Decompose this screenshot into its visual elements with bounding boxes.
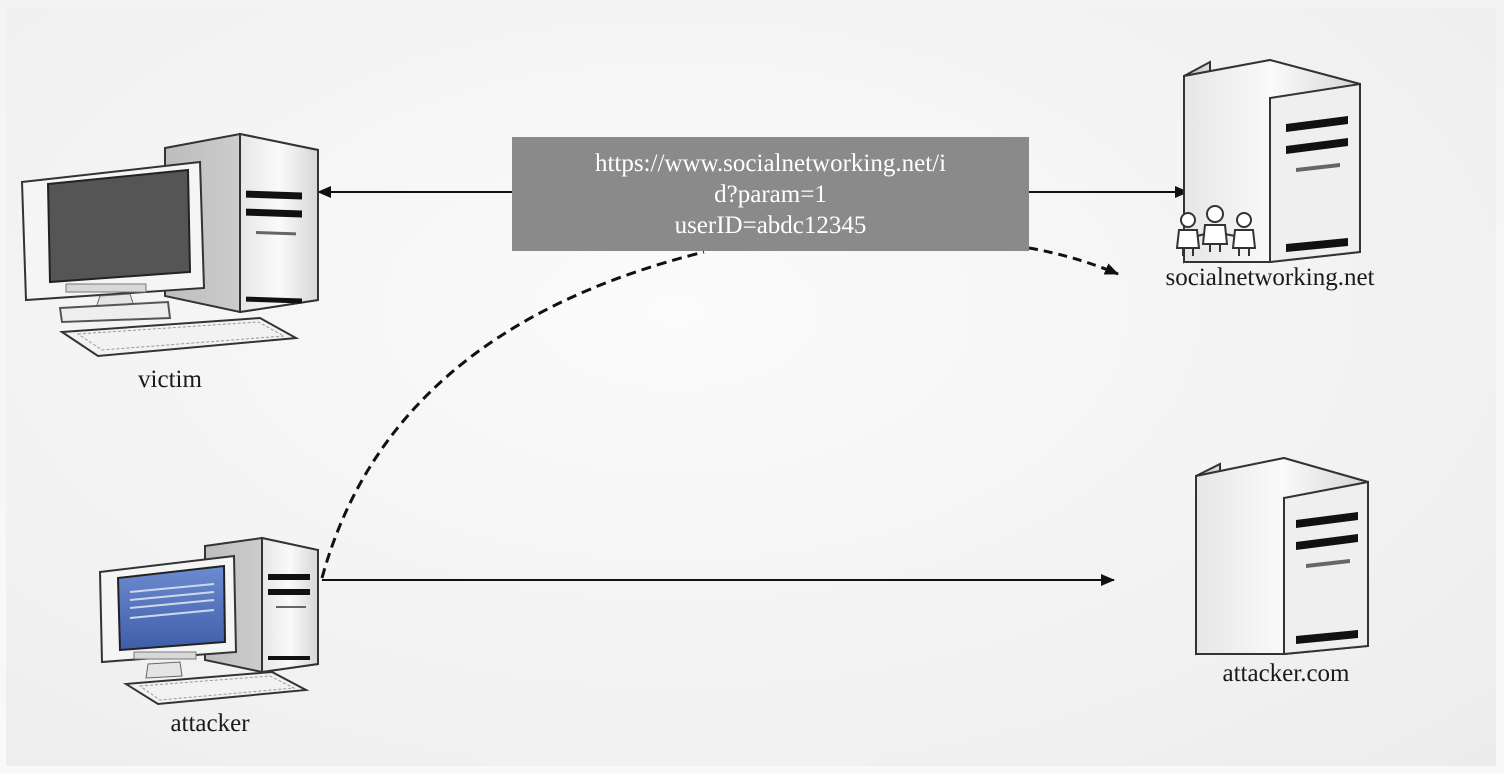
attacker-server-icon bbox=[1195, 456, 1369, 656]
request-url-box: https://www.socialnetworking.net/i d?par… bbox=[512, 137, 1029, 251]
victim-computer-icon bbox=[20, 132, 319, 358]
dashed-arrow-to-socialnetworking bbox=[1028, 246, 1119, 276]
url-line-2: d?param=1 bbox=[714, 180, 827, 208]
victim-label: victim bbox=[138, 366, 202, 393]
dashed-arc-attacker-to-box bbox=[320, 250, 705, 579]
people-group-icon bbox=[1175, 205, 1257, 256]
attacker-computer-icon bbox=[98, 536, 319, 706]
url-line-3: userID=abdc12345 bbox=[674, 211, 867, 239]
social-server-label: socialnetworking.net bbox=[1165, 264, 1375, 291]
attacker-label: attacker bbox=[170, 710, 250, 737]
social-server-icon bbox=[1183, 58, 1361, 264]
url-line-1: https://www.socialnetworking.net/i bbox=[594, 149, 947, 177]
attacker-server-label: attacker.com bbox=[1222, 660, 1350, 687]
